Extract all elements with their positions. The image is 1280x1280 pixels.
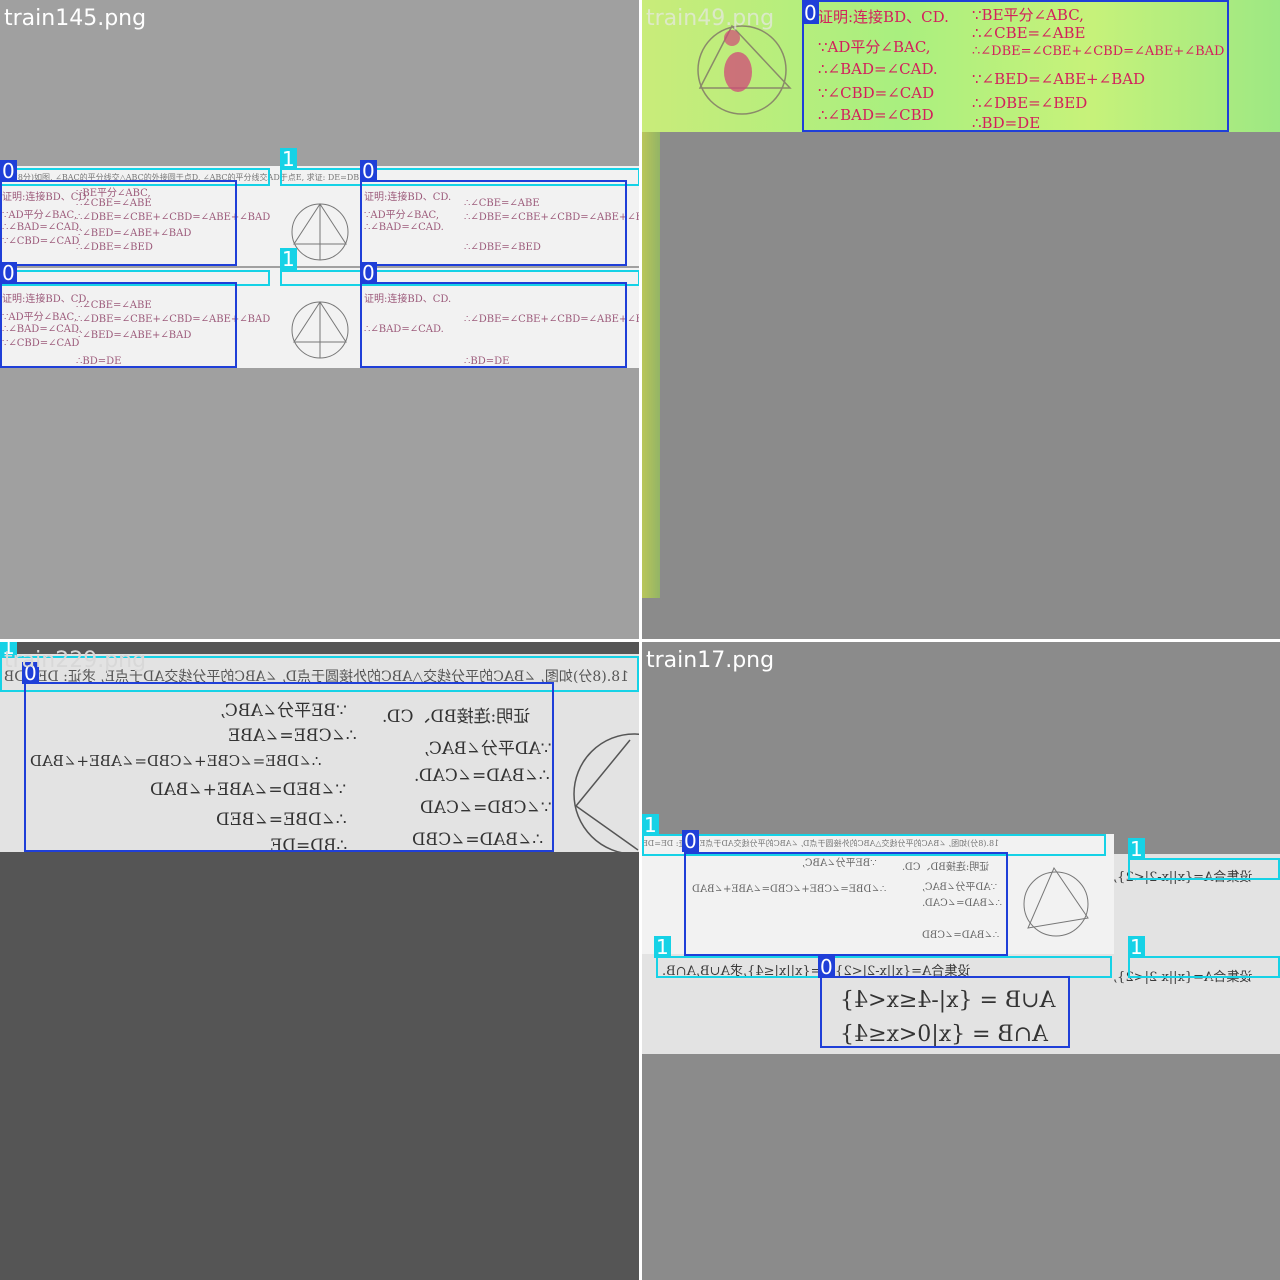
tile-train229: 18.(8分)如图, ∠BAC的平分线交△ABC的外接圆于点D, ∠ABC的平分… <box>0 642 639 1280</box>
bbox-class0 <box>0 282 237 368</box>
tile-filename: train145.png <box>4 6 147 31</box>
document-image: 18.(8分)如图, ∠BAC的平分线交△ABC的外接圆于点D, ∠ABC的平分… <box>0 166 639 266</box>
bbox-class0 <box>360 180 627 266</box>
tile-filename: train229.png <box>4 648 147 673</box>
class-label: 0 <box>360 261 377 285</box>
class-label: 0 <box>0 261 17 285</box>
document-image: 18.(8分)如图, ∠BAC的平分线交△ABC的外接圆于点D, ∠ABC的平分… <box>0 654 639 852</box>
bbox-class1 <box>656 956 1112 978</box>
bbox-class0 <box>684 852 1008 956</box>
bbox-class0 <box>360 282 627 368</box>
bbox-class1 <box>0 656 639 692</box>
class-label: 1 <box>0 642 17 658</box>
class-label: 0 <box>818 955 835 979</box>
heatmap-image: 证明:连接BD、CD. ∵AD平分∠BAC, ∴∠BAD=∠CAD. ∵∠CBD… <box>642 0 1280 132</box>
class-label: 1 <box>654 935 671 959</box>
class-label: 1 <box>642 813 659 837</box>
class-label: 1 <box>280 147 297 171</box>
bbox-class0 <box>0 180 237 266</box>
circle-diagram-icon <box>697 24 792 115</box>
bbox-class0 <box>802 0 1229 132</box>
class-label: 0 <box>22 661 39 685</box>
heatmap-edge <box>642 132 660 598</box>
circle-diagram-icon <box>573 733 639 852</box>
circle-diagram-icon <box>1023 866 1089 937</box>
bbox-class1 <box>1128 956 1280 978</box>
class-label: 1 <box>1128 935 1145 959</box>
circle-diagram-icon <box>291 301 349 359</box>
header-text: 18.(8分)如图, ∠BAC的平分线交△ABC的外接圆于点D, ∠ABC的平分… <box>2 173 360 182</box>
bbox-class0 <box>24 682 554 852</box>
class-label: 0 <box>360 159 377 183</box>
class-label: 1 <box>280 247 297 271</box>
class-label: 0 <box>802 1 819 25</box>
bbox-class0 <box>820 976 1070 1048</box>
class-label: 1 <box>1128 837 1145 861</box>
tile-filename: train17.png <box>646 648 775 673</box>
bbox-class1 <box>1128 858 1280 880</box>
tile-train17: train17.png 18.(8分)如图, ∠BAC的平分线交△ABC的外接圆… <box>642 642 1280 1280</box>
class-label: 0 <box>682 829 699 853</box>
bbox-class1 <box>280 168 639 186</box>
circle-diagram-icon <box>291 203 349 261</box>
tile-train49: 证明:连接BD、CD. ∵AD平分∠BAC, ∴∠BAD=∠CAD. ∵∠CBD… <box>642 0 1280 639</box>
class-label: 0 <box>0 159 17 183</box>
document-image: 设集合A={x||x-2|<2},B={x||x|≤4},求A∪B,A∩B. A… <box>642 954 1114 1054</box>
bbox-class1 <box>642 834 1106 856</box>
tile-filename: train49.png <box>646 6 775 31</box>
tile-train145: train145.png 18.(8分)如图, ∠BAC的平分线交△ABC的外接… <box>0 0 639 639</box>
bbox-class1 <box>280 270 639 286</box>
grid-divider-horizontal <box>0 639 1280 642</box>
